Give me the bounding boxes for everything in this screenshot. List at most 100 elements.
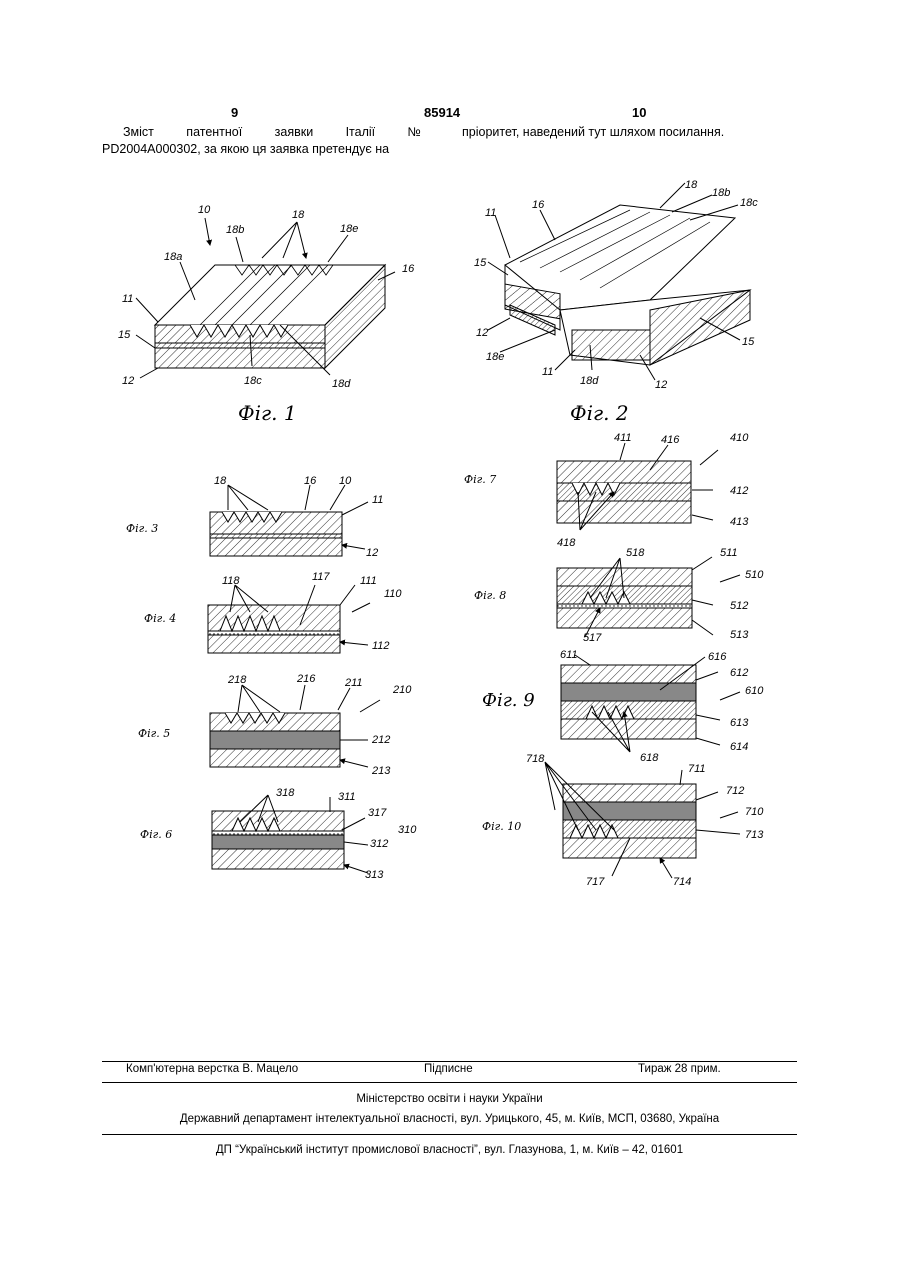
fig4-label: 111 xyxy=(360,575,377,587)
fig9-label: 618 xyxy=(640,752,659,764)
fig6-caption: Фіг. 6 xyxy=(140,828,172,841)
footer-institute: ДП “Український інститут промислової вла… xyxy=(102,1144,797,1156)
fig7-label: 412 xyxy=(730,485,748,497)
fig2-label: 18d xyxy=(580,375,599,387)
footer-layout: Комп'ютерна верстка В. Мацело xyxy=(126,1063,298,1075)
fig7-label: 416 xyxy=(661,434,680,446)
footer-rule-top xyxy=(102,1061,797,1062)
fig3-label: 10 xyxy=(339,475,352,487)
fig9-label: 613 xyxy=(730,717,749,729)
fig8-label: 511 xyxy=(720,547,738,559)
fig2-label: 12 xyxy=(476,327,488,339)
fig1-label: 18a xyxy=(164,251,182,263)
footer-circulation: Тираж 28 прим. xyxy=(638,1063,721,1075)
fig5-caption: Фіг. 5 xyxy=(138,727,170,740)
fig4-label: 110 xyxy=(384,588,402,600)
fig6-label: 311 xyxy=(338,791,356,803)
fig9-label: 616 xyxy=(708,651,727,663)
figure-4 xyxy=(208,585,370,653)
fig1-label: 18c xyxy=(244,375,262,387)
fig10-label: 711 xyxy=(688,763,706,775)
footer-signed: Підписне xyxy=(424,1063,473,1075)
figure-5 xyxy=(210,685,380,767)
fig3-caption: Фіг. 3 xyxy=(126,522,158,535)
figure-3 xyxy=(210,485,368,556)
fig2-label: 18 xyxy=(685,179,698,191)
fig1-label: 18 xyxy=(292,209,305,221)
footer-rule-middle xyxy=(102,1082,797,1083)
fig1-label: 18d xyxy=(332,378,351,390)
fig1-label: 10 xyxy=(198,204,211,216)
fig1-label: 16 xyxy=(402,263,415,275)
fig10-label: 717 xyxy=(586,876,605,888)
fig10-label: 713 xyxy=(745,829,764,841)
fig1-label: 12 xyxy=(122,375,134,387)
fig1-label: 18b xyxy=(226,224,244,236)
fig2-caption: Фіг. 2 xyxy=(570,401,629,425)
figure-10 xyxy=(545,762,740,878)
fig1-label: 11 xyxy=(122,293,133,305)
fig9-label: 614 xyxy=(730,741,748,753)
fig2-label: 18b xyxy=(712,187,730,199)
figure-1 xyxy=(136,218,395,378)
fig6-label: 313 xyxy=(365,869,384,881)
fig1-caption: Фіг. 1 xyxy=(238,401,297,425)
fig9-label: 611 xyxy=(560,649,578,661)
fig10-label: 714 xyxy=(673,876,691,888)
fig6-label: 317 xyxy=(368,807,387,819)
figure-6 xyxy=(212,795,368,873)
fig2-label: 18c xyxy=(740,197,758,209)
fig2-label: 15 xyxy=(474,257,487,269)
fig10-caption: Фіг. 10 xyxy=(482,820,521,833)
fig8-label: 512 xyxy=(730,600,748,612)
figure-7 xyxy=(557,443,718,530)
fig10-label: 710 xyxy=(745,806,764,818)
fig8-label: 510 xyxy=(745,569,764,581)
footer-department: Державний департамент інтелектуальної вл… xyxy=(102,1113,797,1125)
patent-drawings: 10 18 18b 18e 18a 16 11 15 12 18c 18d Фі… xyxy=(0,0,901,1000)
fig9-label: 612 xyxy=(730,667,748,679)
fig3-label: 18 xyxy=(214,475,227,487)
fig4-label: 112 xyxy=(372,640,390,652)
fig7-caption: Фіг. 7 xyxy=(464,473,496,486)
fig2-label: 11 xyxy=(542,366,553,378)
fig2-label: 18e xyxy=(486,351,504,363)
fig2-label: 16 xyxy=(532,199,545,211)
fig2-label: 15 xyxy=(742,336,755,348)
fig8-caption: Фіг. 8 xyxy=(474,589,506,602)
fig5-label: 212 xyxy=(371,734,390,746)
fig5-label: 216 xyxy=(296,673,316,685)
fig6-label: 312 xyxy=(370,838,388,850)
figure-9 xyxy=(561,655,740,752)
fig8-label: 517 xyxy=(583,632,602,644)
fig7-label: 413 xyxy=(730,516,749,528)
fig1-label: 15 xyxy=(118,329,131,341)
fig5-label: 211 xyxy=(344,677,363,689)
fig6-label: 310 xyxy=(398,824,417,836)
footer-ministry: Міністерство освіти і науки України xyxy=(102,1093,797,1105)
fig8-label: 513 xyxy=(730,629,749,641)
footer-rule-bottom xyxy=(102,1134,797,1135)
figure-8 xyxy=(557,557,740,637)
fig2-label: 11 xyxy=(485,207,496,219)
fig10-label: 712 xyxy=(726,785,744,797)
fig4-label: 117 xyxy=(312,571,330,583)
fig5-label: 210 xyxy=(392,684,412,696)
fig3-label: 16 xyxy=(304,475,317,487)
fig1-label: 18e xyxy=(340,223,358,235)
fig8-label: 518 xyxy=(626,547,645,559)
fig4-label: 118 xyxy=(222,575,240,587)
figure-2 xyxy=(488,183,750,380)
fig9-caption: Фіг. 9 xyxy=(482,690,535,711)
fig2-label: 12 xyxy=(655,379,667,391)
fig7-label: 418 xyxy=(557,537,576,549)
fig3-label: 11 xyxy=(372,494,383,506)
fig7-label: 411 xyxy=(614,432,632,444)
fig10-label: 718 xyxy=(526,753,545,765)
fig4-caption: Фіг. 4 xyxy=(144,612,176,625)
fig7-label: 410 xyxy=(730,432,749,444)
fig6-label: 318 xyxy=(276,787,295,799)
fig3-label: 12 xyxy=(366,547,378,559)
fig5-label: 213 xyxy=(371,765,391,777)
fig9-label: 610 xyxy=(745,685,764,697)
